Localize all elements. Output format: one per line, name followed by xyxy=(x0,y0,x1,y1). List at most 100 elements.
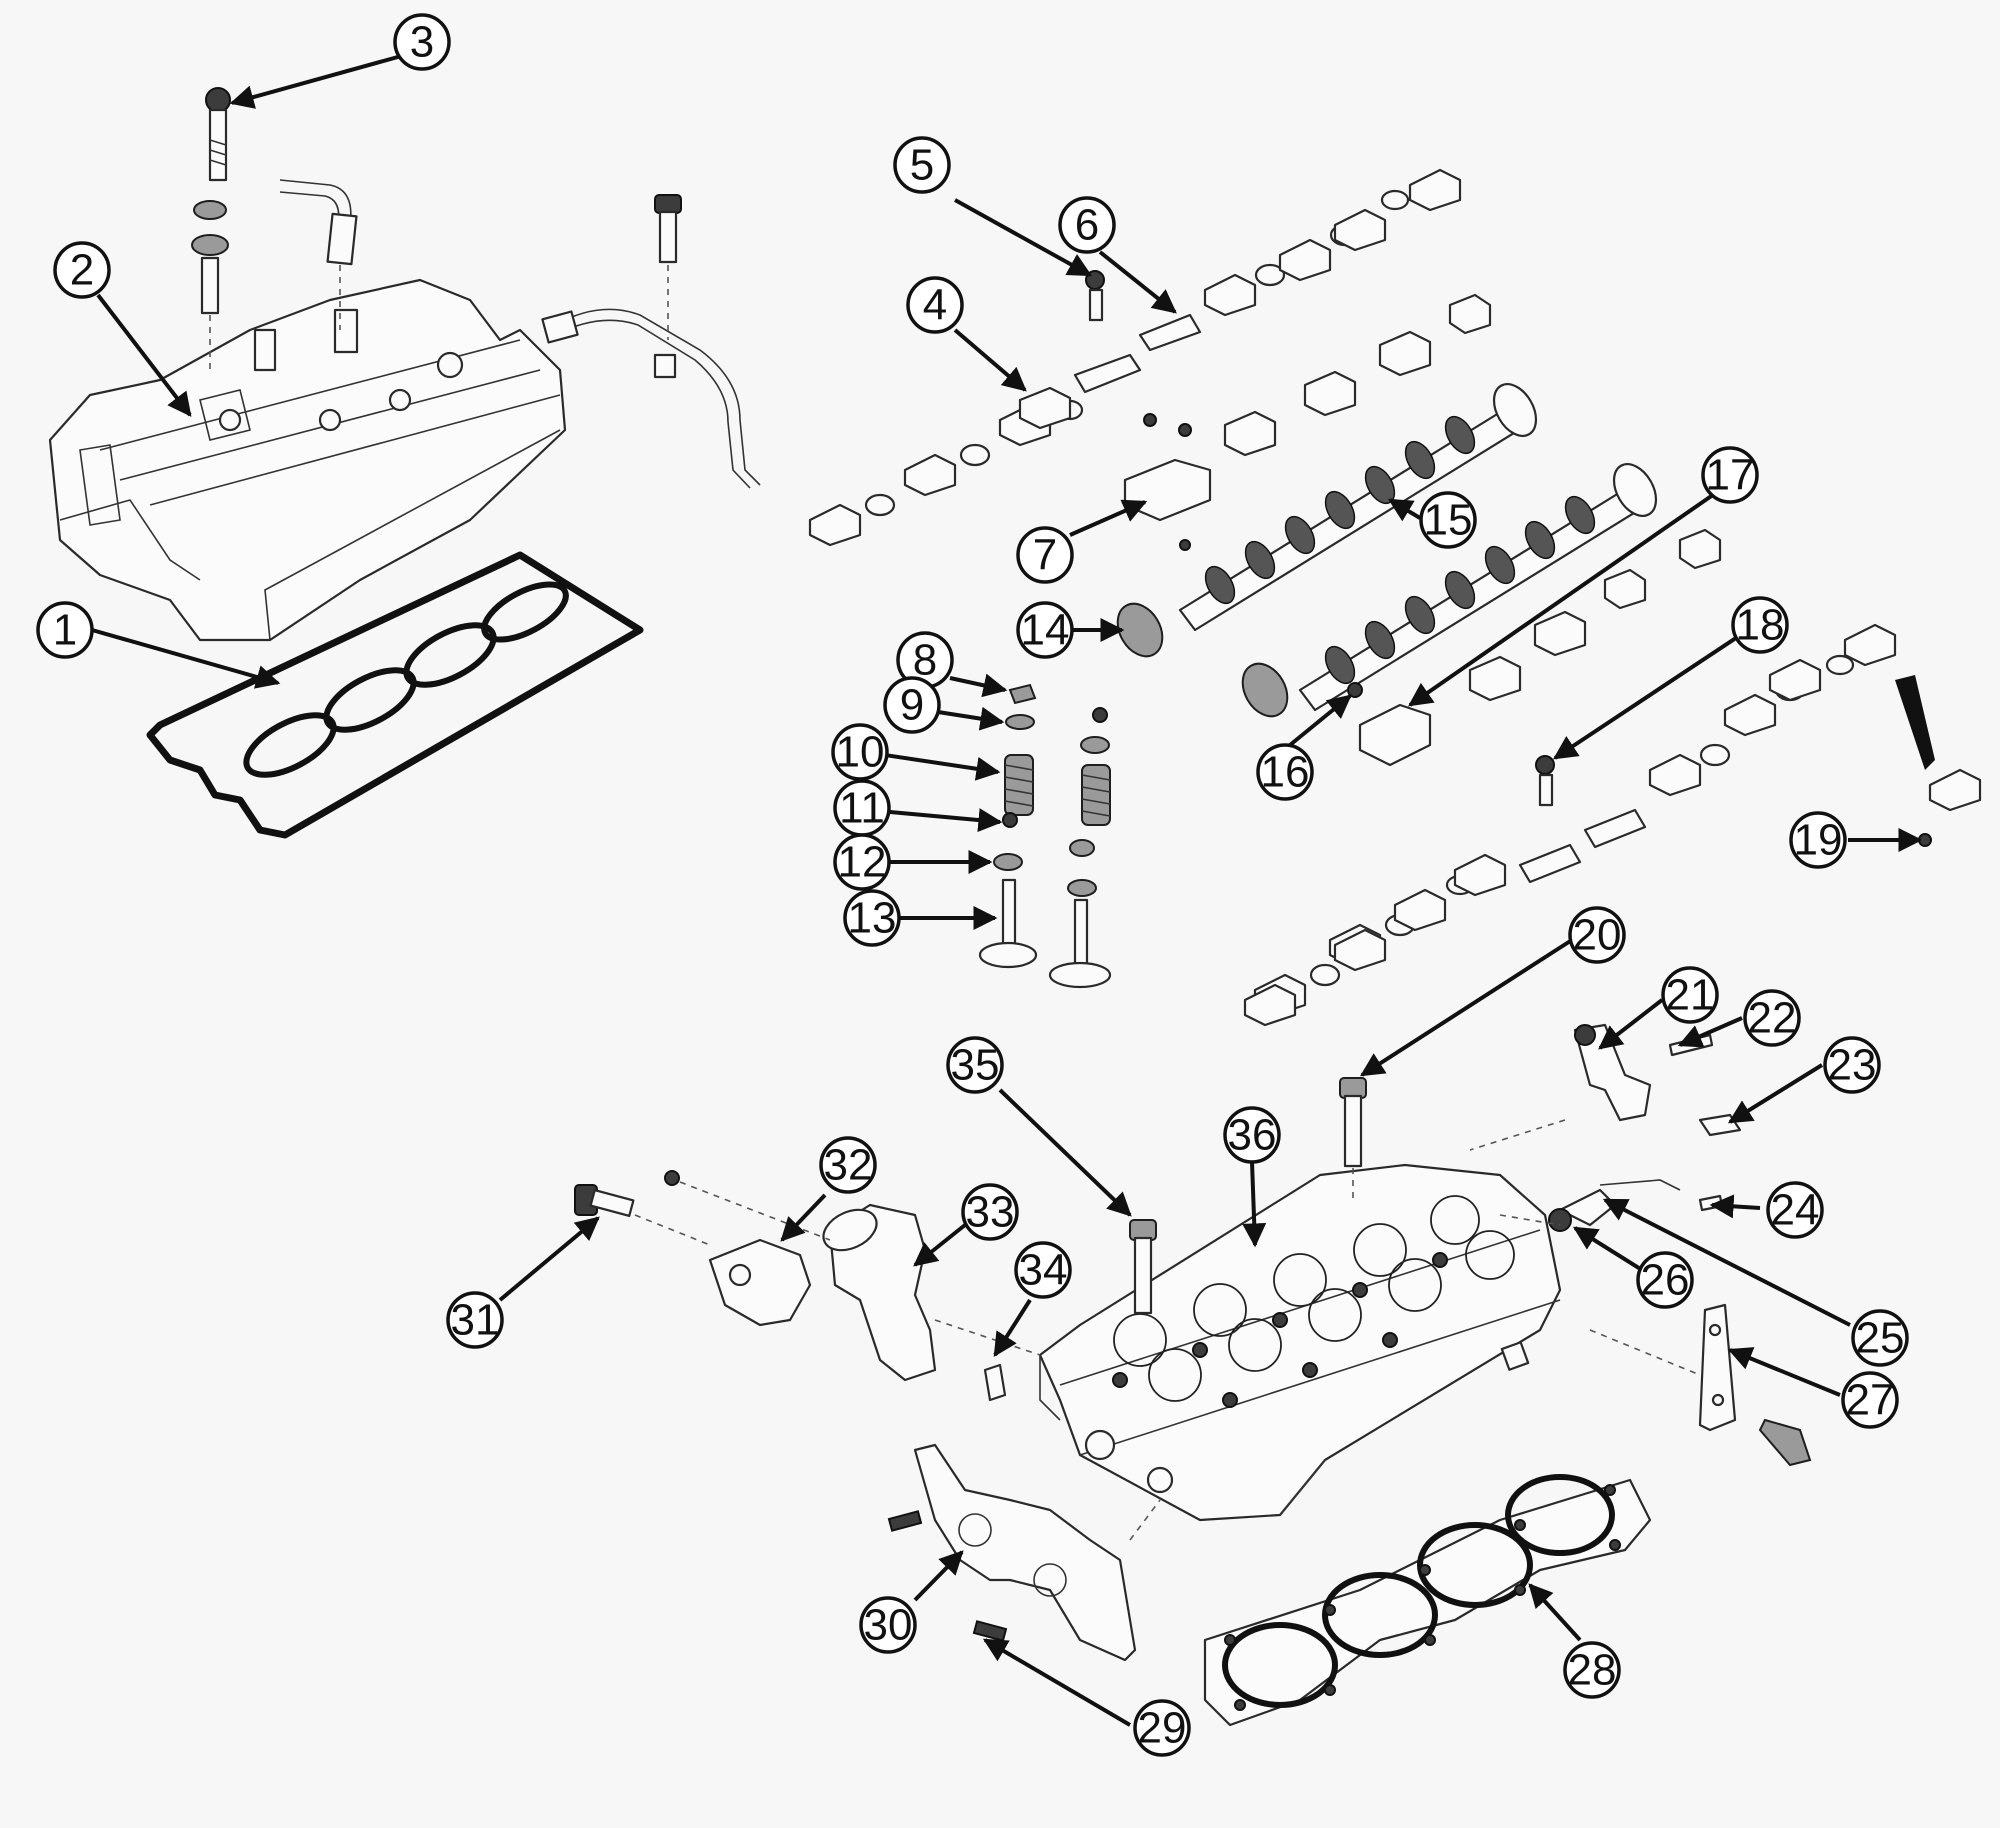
svg-text:14: 14 xyxy=(1021,606,1070,655)
leader-5 xyxy=(954,198,1093,277)
leader-25 xyxy=(1602,1198,1851,1327)
leader-10 xyxy=(884,753,1001,781)
svg-text:13: 13 xyxy=(848,894,897,943)
callout-11: 11 xyxy=(833,779,891,837)
leader-15 xyxy=(1387,498,1422,522)
rocker-row-lower xyxy=(1253,623,1982,1017)
svg-text:20: 20 xyxy=(1573,911,1622,960)
callout-18: 18 xyxy=(1731,596,1789,654)
rocker-row-bottom xyxy=(1243,928,1387,1027)
svg-text:23: 23 xyxy=(1828,1041,1877,1090)
part-illustrations xyxy=(48,87,1982,1727)
callout-28: 28 xyxy=(1563,1641,1621,1699)
svg-text:32: 32 xyxy=(824,1141,873,1190)
leader-17 xyxy=(1408,488,1722,707)
leader-29 xyxy=(982,1638,1132,1727)
filler-bolt xyxy=(654,194,682,340)
callout-24: 24 xyxy=(1766,1181,1824,1239)
svg-text:3: 3 xyxy=(410,18,434,67)
callout-33: 33 xyxy=(961,1183,1019,1241)
callout-2: 2 xyxy=(53,241,111,299)
leader-lines xyxy=(91,53,1923,1727)
callout-27: 27 xyxy=(1841,1371,1899,1429)
leader-4 xyxy=(953,328,1027,392)
svg-text:34: 34 xyxy=(1019,1246,1068,1295)
svg-text:19: 19 xyxy=(1794,816,1843,865)
svg-text:8: 8 xyxy=(913,636,937,685)
callout-5: 5 xyxy=(893,136,951,194)
svg-text:15: 15 xyxy=(1424,496,1473,545)
callout-13: 13 xyxy=(843,889,901,947)
callout-19: 19 xyxy=(1789,811,1847,869)
callout-6: 6 xyxy=(1058,196,1116,254)
leader-21 xyxy=(1598,998,1664,1050)
svg-text:6: 6 xyxy=(1075,201,1099,250)
callout-7: 7 xyxy=(1016,526,1074,584)
callout-12: 12 xyxy=(833,833,891,891)
timing-backplate xyxy=(887,1443,1161,1662)
leader-6 xyxy=(1098,250,1177,314)
leader-33 xyxy=(913,1223,967,1267)
thermostat-housings xyxy=(574,1170,1041,1402)
leader-23 xyxy=(1727,1063,1824,1124)
leader-31 xyxy=(498,1216,600,1302)
svg-text:35: 35 xyxy=(951,1041,1000,1090)
leader-36 xyxy=(1242,1161,1267,1248)
svg-text:26: 26 xyxy=(1641,1256,1690,1305)
rocker-upper-right xyxy=(1203,168,1462,317)
callout-1: 1 xyxy=(36,601,94,659)
callout-36: 36 xyxy=(1223,1106,1281,1164)
leader-16 xyxy=(1288,694,1352,747)
callout-26: 26 xyxy=(1636,1251,1694,1309)
callout-34: 34 xyxy=(1014,1241,1072,1299)
svg-text:5: 5 xyxy=(910,141,934,190)
svg-text:4: 4 xyxy=(923,281,947,330)
leader-7 xyxy=(1069,499,1148,537)
callout-9: 9 xyxy=(883,676,941,734)
cylinder-head xyxy=(1038,1163,1562,1522)
callout-32: 32 xyxy=(819,1136,877,1194)
leader-20 xyxy=(1359,936,1577,1077)
rocker-upper-left xyxy=(808,386,1084,547)
svg-text:31: 31 xyxy=(451,1296,500,1345)
callout-16: 16 xyxy=(1256,743,1314,801)
callout-15: 15 xyxy=(1419,491,1477,549)
svg-text:36: 36 xyxy=(1228,1111,1277,1160)
callout-10: 10 xyxy=(831,723,889,781)
callout-25: 25 xyxy=(1851,1309,1909,1367)
callout-23: 23 xyxy=(1823,1036,1881,1094)
leader-28 xyxy=(1528,1583,1582,1642)
callout-30: 30 xyxy=(859,1596,917,1654)
head-gasket xyxy=(1203,1474,1652,1727)
svg-text:10: 10 xyxy=(836,728,885,777)
leader-8 xyxy=(949,673,1008,698)
callouts: 1 2 3 4 5 6 7 8 9 10 11 12 13 14 15 16 1… xyxy=(36,13,1909,1757)
leader-26 xyxy=(1572,1226,1644,1272)
svg-text:17: 17 xyxy=(1706,451,1755,500)
callout-21: 21 xyxy=(1661,966,1719,1024)
cover-bolt xyxy=(191,87,231,370)
svg-text:16: 16 xyxy=(1261,748,1310,797)
svg-text:22: 22 xyxy=(1748,994,1797,1043)
leader-32 xyxy=(780,1193,827,1242)
svg-text:25: 25 xyxy=(1856,1314,1905,1363)
callout-20: 20 xyxy=(1568,906,1626,964)
leader-30 xyxy=(913,1550,964,1602)
callout-14: 14 xyxy=(1016,601,1074,659)
valve-train xyxy=(978,683,1112,989)
leader-3 xyxy=(229,53,406,109)
leader-35 xyxy=(998,1088,1132,1217)
head-bolts xyxy=(1129,1077,1367,1315)
svg-text:24: 24 xyxy=(1771,1186,1820,1235)
leader-18 xyxy=(1552,628,1750,760)
leader-34 xyxy=(993,1298,1032,1358)
rocker-row-upper xyxy=(808,168,1462,547)
svg-text:27: 27 xyxy=(1846,1376,1895,1425)
camshaft-assembly xyxy=(1116,293,1722,767)
svg-text:21: 21 xyxy=(1666,971,1715,1020)
svg-text:11: 11 xyxy=(839,784,885,833)
leader-11 xyxy=(889,808,1003,832)
svg-text:33: 33 xyxy=(966,1188,1015,1237)
svg-text:2: 2 xyxy=(70,246,94,295)
